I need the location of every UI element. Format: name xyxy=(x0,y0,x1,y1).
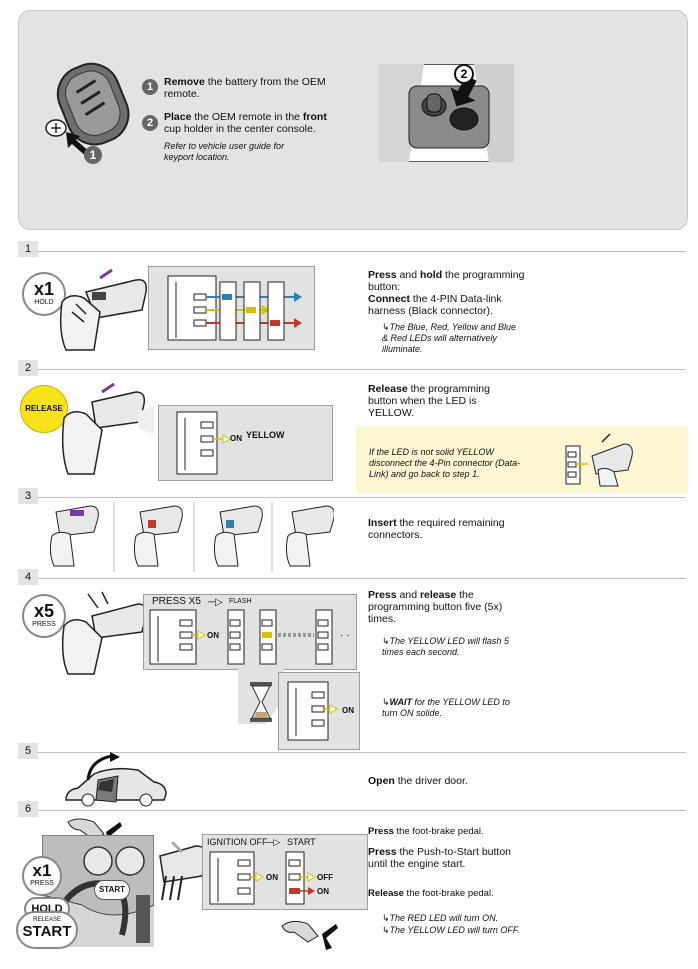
car-door-illustration xyxy=(65,752,167,807)
step-5-text: Open the driver door. xyxy=(368,775,468,787)
step-4-arrow-icon: ─▷ xyxy=(208,597,223,608)
step-3-divider xyxy=(38,497,686,498)
step-4-box-title: PRESS X5 xyxy=(152,596,201,607)
step-2-divider xyxy=(38,369,686,370)
step-2-text: Release the programming button when the … xyxy=(368,383,490,419)
step-3-connector-2 xyxy=(133,505,183,567)
step-6-divider xyxy=(38,810,686,811)
step-4-divider xyxy=(38,578,686,579)
step-1-text: Press and hold the programming button: C… xyxy=(368,269,525,317)
intro-step-1-text: Remove the battery from the OEM remote. xyxy=(164,76,326,100)
cup-holder-badge: 2 xyxy=(461,67,468,81)
step-4-hand-illustration xyxy=(61,591,148,675)
step-1-badge: x1 HOLD xyxy=(22,272,66,316)
step-6-note-1: ↳The RED LED will turn ON. xyxy=(382,913,499,923)
step-2-on-label: ON xyxy=(230,434,242,443)
step-6-off-label: OFF xyxy=(317,873,333,882)
step-4-on-label-2: ON xyxy=(342,706,354,715)
step-4-text: Press and release the programming button… xyxy=(368,589,503,625)
step-2-warning-panel xyxy=(356,426,688,494)
step-6-on-label-2: ON xyxy=(317,887,329,896)
step-4-wait-led-diagram xyxy=(287,681,339,741)
step-4-on-label: ON xyxy=(207,631,219,640)
step-2-led-diagram xyxy=(176,411,232,475)
step-6-box-title-left: IGNITION OFF xyxy=(207,837,268,847)
step-3-connector-3 xyxy=(213,505,263,567)
brake-pedal-release-icon xyxy=(281,920,338,950)
svg-text:· · ·: · · · xyxy=(340,630,353,641)
step-1-number: 1 xyxy=(18,241,38,257)
step-6-line-1: Press the foot-brake pedal. xyxy=(368,826,484,837)
step-6-number: 6 xyxy=(18,801,38,817)
step-6-box-title-right: START xyxy=(287,837,316,847)
step-2-yellow-label: YELLOW xyxy=(246,430,285,440)
step-6-line-2: Press the Push-to-Start button until the… xyxy=(368,846,512,870)
step-4-note-1: ↳The YELLOW LED will flash 5 times each … xyxy=(382,636,509,657)
step-6-arrow-icon: ─▷ xyxy=(267,837,281,847)
step-3-text: Insert the required remaining connectors… xyxy=(368,517,505,541)
intro-badge-1: 1 xyxy=(84,146,102,164)
step-6-on-label: ON xyxy=(266,873,278,882)
intro-step-1-badge: 1 xyxy=(142,79,158,95)
step-6-note-2: ↳The YELLOW LED will turn OFF. xyxy=(382,925,520,935)
intro-step-2-badge: 2 xyxy=(142,115,158,131)
step-6-press-badge: x1 PRESS xyxy=(22,856,62,896)
step-4-led-diagram: · · · xyxy=(149,609,353,665)
step-5-divider xyxy=(38,752,686,753)
step-6-release-start-badge: RELEASE START xyxy=(16,911,78,949)
step-2-warning-illustration xyxy=(565,433,633,487)
step-1-hand-illustration xyxy=(59,268,148,351)
step-1-divider xyxy=(38,251,686,252)
step-6-line-3: Release the foot-brake pedal. xyxy=(368,888,494,899)
oem-remote-illustration xyxy=(56,62,130,146)
step-6-led-diagram xyxy=(209,851,317,905)
hourglass-icon xyxy=(238,668,284,724)
step-2-release-badge: RELEASE xyxy=(20,385,68,433)
step-2-number: 2 xyxy=(18,360,38,376)
step-4-note-2: ↳WAIT for the YELLOW LED to turn ON soli… xyxy=(382,697,510,718)
step-4-badge: x5 PRESS xyxy=(22,594,66,638)
step-3-connector-1 xyxy=(49,505,99,567)
step-1-led-diagram xyxy=(167,275,302,341)
step-3-number: 3 xyxy=(18,488,38,504)
step-5-number: 5 xyxy=(18,743,38,759)
step-3-connector-4 xyxy=(285,505,334,567)
intro-note: Refer to vehicle user guide for keyport … xyxy=(164,141,285,162)
intro-step-2-text: Place the OEM remote in the front cup ho… xyxy=(164,111,327,135)
step-2-warning-text: If the LED is not solid YELLOW disconnec… xyxy=(369,447,521,479)
step-4-flash-label: FLASH xyxy=(229,598,252,605)
step-2-hand-illustration xyxy=(61,382,154,475)
step-4-number: 4 xyxy=(18,569,38,585)
cup-holder-illustration: 2 xyxy=(379,64,514,162)
intro-panel xyxy=(18,10,688,230)
step-1-note: ↳The Blue, Red, Yellow and Blue & Red LE… xyxy=(382,322,516,354)
step-3-connectors-illustration xyxy=(49,502,334,572)
battery-coin-icon xyxy=(45,119,67,137)
push-to-start-button[interactable]: START xyxy=(94,880,130,900)
